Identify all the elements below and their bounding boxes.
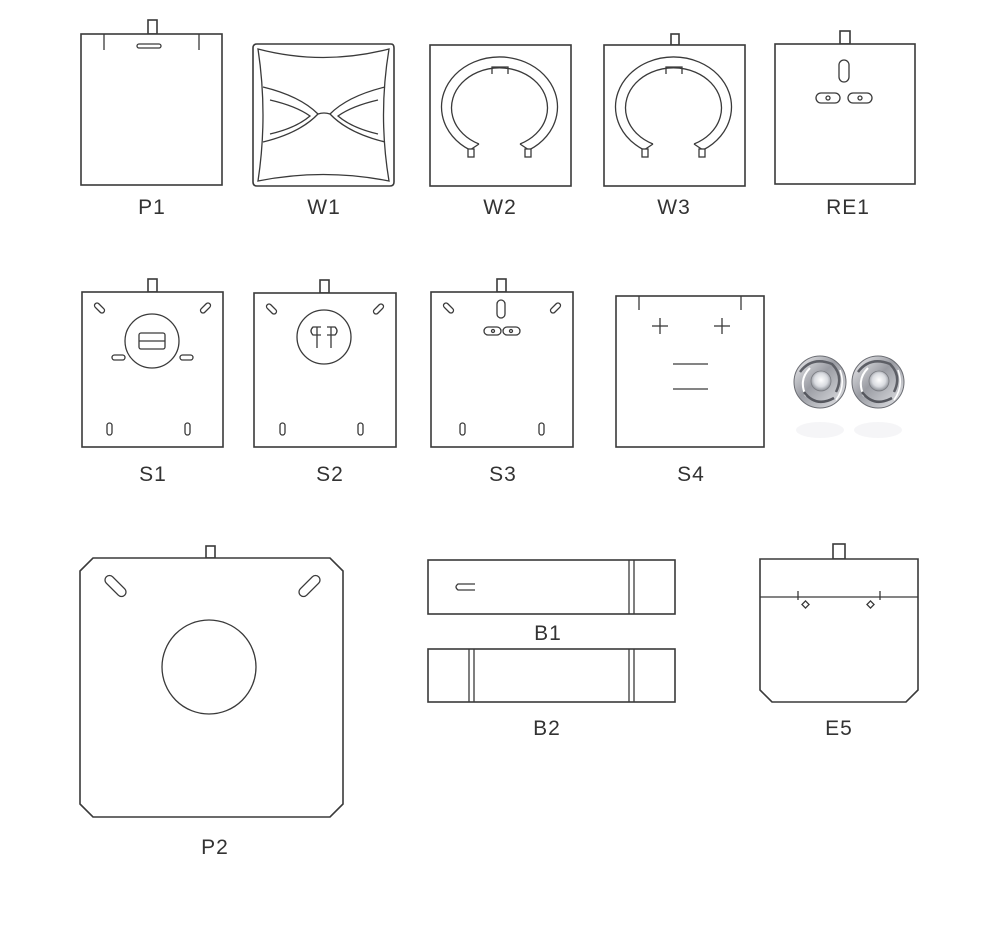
label-b2: B2 [533,717,561,740]
label-p1: P1 [138,196,166,219]
earring-left [793,355,847,438]
label-w3: W3 [657,196,691,219]
display-w2: W2 [429,44,572,219]
display-s2: S2 [253,279,397,486]
label-s1: S1 [139,463,167,486]
label-e5: E5 [825,717,853,740]
display-p2: P2 [79,545,344,859]
display-s4: S4 [615,295,765,486]
label-p2: P2 [201,836,229,859]
display-s3: S3 [430,278,574,486]
display-p1: P1 [80,19,223,219]
label-w2: W2 [483,196,517,219]
display-w1: W1 [252,43,395,219]
earring-right [851,355,905,438]
label-w1: W1 [307,196,341,219]
display-re1: RE1 [774,30,916,219]
label-s3: S3 [489,463,517,486]
label-re1: RE1 [826,196,870,219]
label-s4: S4 [677,463,705,486]
label-b1: B1 [534,622,562,645]
display-s1: S1 [81,278,224,486]
display-e5: E5 [759,543,919,740]
label-s2: S2 [316,463,344,486]
earrings-photo [793,355,905,438]
display-w3: W3 [603,33,746,219]
display-b1: B1 [427,559,676,645]
display-b2: B2 [427,648,676,740]
